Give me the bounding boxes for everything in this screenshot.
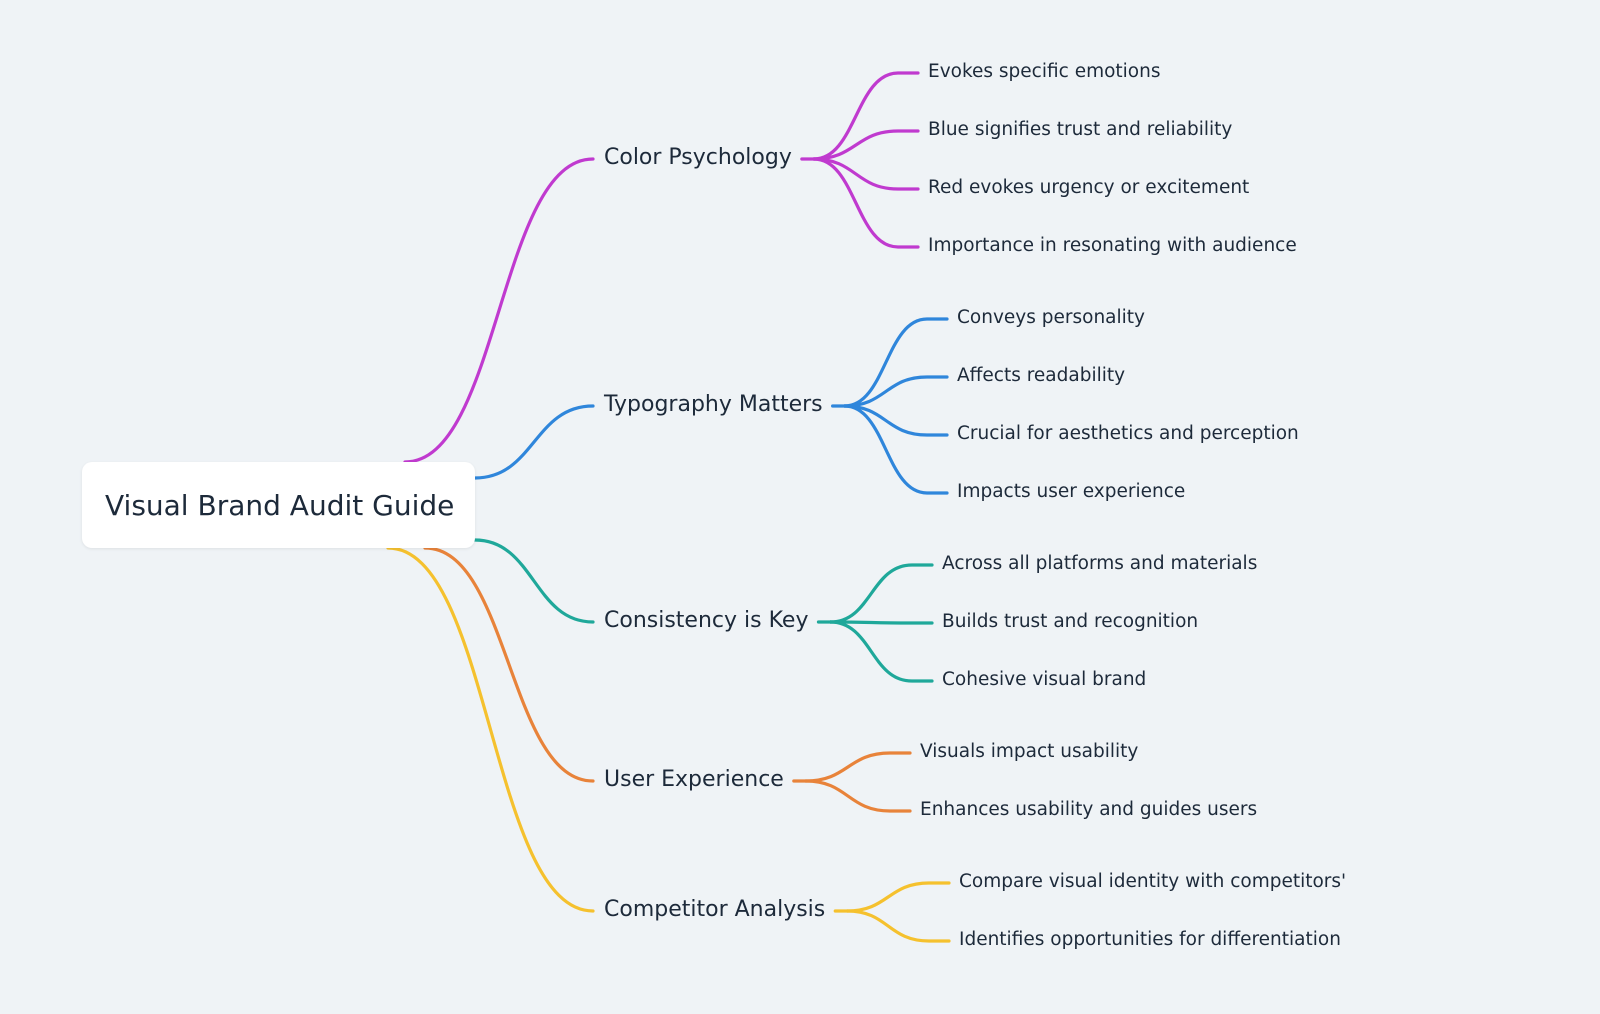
leaf-connector: [828, 563, 934, 624]
leaf-connector: [843, 404, 949, 437]
branch-node-typography-matters[interactable]: Typography Matters: [604, 392, 823, 417]
leaf-connector: [812, 157, 920, 191]
leaf-node[interactable]: Red evokes urgency or excitement: [928, 177, 1250, 198]
leaf-node[interactable]: Enhances usability and guides users: [920, 799, 1258, 820]
branch-node-competitor-analysis[interactable]: Competitor Analysis: [604, 897, 826, 922]
leaf-connector: [812, 71, 920, 161]
root-connector: [403, 157, 595, 464]
leaf-connector: [843, 317, 949, 408]
root-node[interactable]: Visual Brand Audit Guide: [82, 462, 475, 548]
root-connector: [423, 546, 595, 783]
root-connector: [386, 546, 595, 913]
branch-node-color-psychology[interactable]: Color Psychology: [604, 145, 792, 170]
leaf-connector: [828, 620, 934, 683]
leaf-connector: [843, 404, 949, 495]
leaf-node[interactable]: Affects readability: [957, 365, 1126, 386]
leaf-connector: [812, 129, 920, 161]
leaf-node[interactable]: Importance in resonating with audience: [928, 235, 1297, 256]
leaf-node[interactable]: Crucial for aesthetics and perception: [957, 423, 1299, 444]
leaf-connector: [845, 909, 951, 943]
leaf-connector: [843, 375, 949, 408]
leaf-node[interactable]: Blue signifies trust and reliability: [928, 119, 1233, 140]
leaf-connector: [804, 751, 912, 783]
leaf-connector: [828, 620, 934, 625]
root-connector: [473, 404, 595, 480]
leaf-node[interactable]: Evokes specific emotions: [928, 61, 1161, 82]
leaf-node[interactable]: Impacts user experience: [957, 481, 1186, 502]
leaf-node[interactable]: Builds trust and recognition: [942, 611, 1199, 632]
leaf-connector: [812, 157, 920, 249]
leaf-connector: [804, 779, 912, 813]
leaf-connector: [845, 881, 951, 913]
branch-node-user-experience[interactable]: User Experience: [604, 767, 784, 792]
root-node-label: Visual Brand Audit Guide: [105, 488, 455, 522]
leaf-node[interactable]: Compare visual identity with competitors…: [959, 871, 1347, 892]
leaf-node[interactable]: Cohesive visual brand: [942, 669, 1147, 690]
leaf-node[interactable]: Conveys personality: [957, 307, 1145, 328]
root-connector: [473, 538, 595, 624]
leaf-node[interactable]: Identifies opportunities for differentia…: [959, 929, 1341, 950]
leaf-node[interactable]: Visuals impact usability: [920, 741, 1139, 762]
branch-node-consistency-is-key[interactable]: Consistency is Key: [604, 608, 809, 633]
leaf-node[interactable]: Across all platforms and materials: [942, 553, 1258, 574]
